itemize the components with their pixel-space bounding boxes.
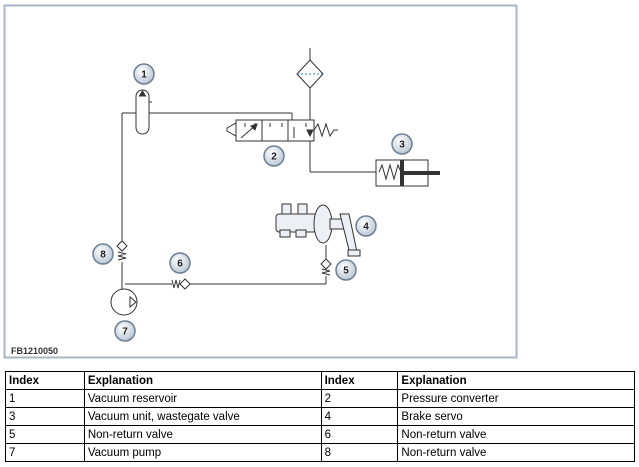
figure-id: FB1210050 [11,346,58,356]
callout-3-label: 3 [399,140,405,151]
vacuum-pump [110,288,138,316]
table-cell: 8 [320,443,399,462]
table-row: 1 Vacuum reservoir 2 Pressure converter [5,389,635,408]
table-cell: 5 [5,425,85,444]
filter-symbol [296,48,324,89]
table-cell: 6 [320,425,399,444]
vacuum-lines [121,88,378,290]
brake-servo [275,203,361,257]
callout-8-label: 8 [100,250,106,261]
pressure-converter [226,119,338,142]
table-cell: Non-return valve [397,443,635,462]
header-index: Index [320,371,399,390]
header-explanation: Explanation [83,371,322,390]
non-return-valve-6 [171,278,191,290]
header-explanation: Explanation [397,371,635,390]
non-return-valve-8 [116,240,128,261]
table-cell: Vacuum unit, wastegate valve [83,407,322,426]
vacuum-system-diagram: 1 2 3 4 5 6 7 8 FB1210050 [3,4,518,359]
table-cell: Brake servo [397,407,635,426]
callout-3: 3 [391,133,413,155]
figure-frame [3,4,518,359]
callout-7-label: 7 [122,327,128,338]
callout-5-label: 5 [343,266,349,277]
table-cell: 7 [5,443,85,462]
non-return-valve-5 [320,258,332,276]
table-cell: 4 [320,407,399,426]
callout-7: 7 [114,320,136,342]
table-cell: 1 [5,389,85,408]
callout-2: 2 [263,145,285,167]
table-cell: Vacuum reservoir [83,389,322,408]
legend-table: Index Explanation Index Explanation 1 Va… [5,371,635,462]
legend-header-row: Index Explanation Index Explanation [5,371,635,390]
table-cell: Vacuum pump [83,443,322,462]
table-row: 5 Non-return valve 6 Non-return valve [5,425,635,444]
callout-1: 1 [133,63,155,85]
table-cell: 3 [5,407,85,426]
callout-5: 5 [335,259,357,281]
table-cell: Non-return valve [397,425,635,444]
callout-6: 6 [169,252,191,274]
callout-1-label: 1 [141,70,147,81]
callout-6-label: 6 [177,259,183,270]
table-cell: Non-return valve [83,425,322,444]
callout-4: 4 [355,215,377,237]
table-row: 3 Vacuum unit, wastegate valve 4 Brake s… [5,407,635,426]
table-cell: 2 [320,389,399,408]
callout-4-label: 4 [363,222,369,233]
table-row: 7 Vacuum pump 8 Non-return valve [5,443,635,462]
table-cell: Pressure converter [397,389,635,408]
vacuum-unit-wastegate [375,159,440,187]
callout-2-label: 2 [271,152,277,163]
callout-8: 8 [92,243,114,265]
header-index: Index [5,371,85,390]
vacuum-reservoir [135,89,152,135]
